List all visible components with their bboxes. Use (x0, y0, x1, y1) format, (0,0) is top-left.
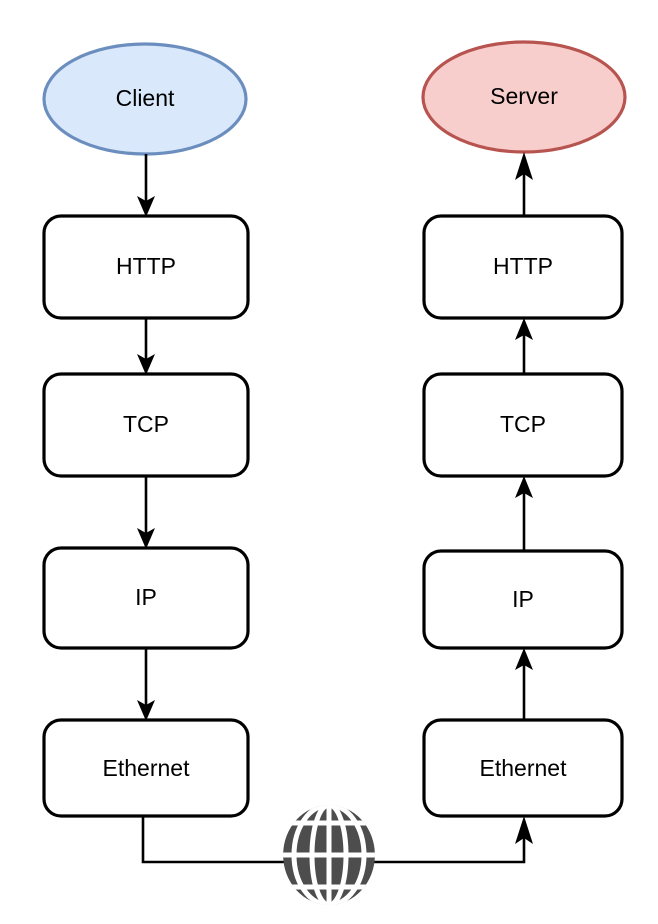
client-ethernet-label: Ethernet (103, 755, 191, 781)
arrow-head-up (515, 318, 533, 340)
arrow-server-http-to-server (515, 152, 533, 216)
arrow-head-up (515, 152, 533, 180)
client-ip-box[interactable]: IP (42, 546, 250, 650)
server-ethernet-box[interactable]: Ethernet (422, 718, 624, 818)
server-flow-arrows (515, 152, 533, 720)
client-ethernet-box[interactable]: Ethernet (42, 718, 250, 818)
network-link-arrow-head (515, 816, 533, 844)
server-ip-label: IP (512, 586, 534, 612)
client-ip-label: IP (135, 584, 157, 610)
client-tcp-box[interactable]: TCP (42, 372, 250, 478)
arrow-head-up (515, 648, 533, 670)
arrow-client-tcp-to-ip (137, 476, 155, 549)
arrow-head-down (137, 700, 155, 721)
server-http-box[interactable]: HTTP (422, 214, 624, 320)
globe-meridians (291, 805, 367, 905)
internet-globe-icon (283, 805, 375, 905)
arrow-head-down (137, 528, 155, 549)
arrow-head-down (137, 196, 155, 217)
arrow-head-up (515, 476, 533, 498)
arrow-server-ethernet-to-ip (515, 648, 533, 720)
client-stack: HTTP TCP IP Ethernet (42, 214, 250, 818)
client-flow-arrows (137, 154, 155, 721)
server-label: Server (490, 83, 558, 109)
arrow-head-down (137, 354, 155, 375)
arrow-server-tcp-to-http (515, 318, 533, 374)
arrow-client-ip-to-ethernet (137, 648, 155, 721)
server-tcp-label: TCP (500, 411, 546, 437)
client-http-label: HTTP (116, 253, 176, 279)
server-tcp-box[interactable]: TCP (422, 372, 624, 478)
client-http-box[interactable]: HTTP (42, 214, 250, 320)
server-stack: HTTP TCP IP Ethernet (422, 214, 624, 818)
client-label: Client (116, 85, 175, 111)
server-ip-box[interactable]: IP (422, 549, 624, 650)
server-node[interactable]: Server (421, 40, 627, 154)
server-ethernet-label: Ethernet (480, 755, 568, 781)
client-tcp-label: TCP (123, 411, 169, 437)
arrow-client-http-to-tcp (137, 318, 155, 375)
server-http-label: HTTP (493, 253, 553, 279)
arrow-server-ip-to-tcp (515, 476, 533, 551)
client-node[interactable]: Client (42, 42, 248, 156)
arrow-client-to-http (137, 154, 155, 217)
